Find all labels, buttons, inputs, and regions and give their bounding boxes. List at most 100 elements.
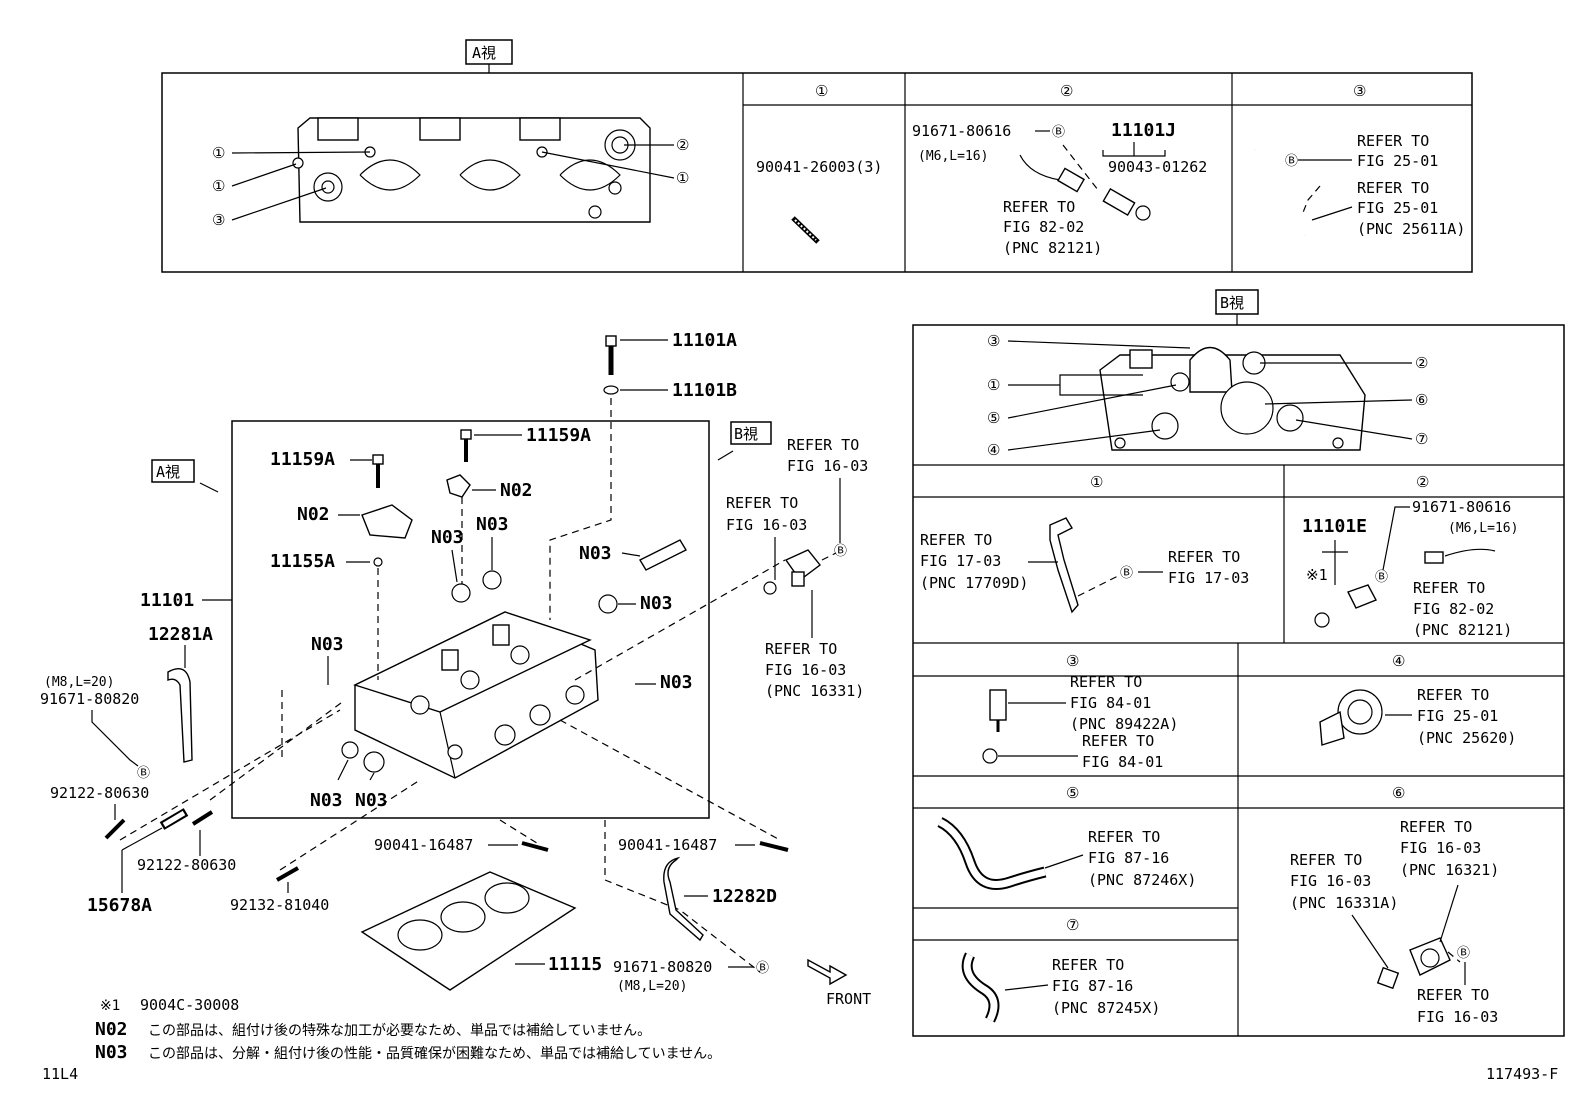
seal-n03-4-icon xyxy=(598,594,618,614)
a2-gasket: 90043-01262 xyxy=(1108,158,1207,176)
bolt-11159A-left-icon xyxy=(372,454,384,488)
tube-n03-icon xyxy=(639,539,687,571)
bolt-11159A-right-icon xyxy=(460,429,472,462)
label-n03-1: N03 xyxy=(431,527,464,548)
a2-spec: (M6,L=16) xyxy=(918,149,988,164)
b2-spec: (M6,L=16) xyxy=(1448,521,1518,536)
label-n03-8: N03 xyxy=(355,790,388,811)
page-code: 11L4 xyxy=(42,1065,78,1083)
a3-ra-2: FIG 25-01 xyxy=(1357,152,1438,170)
seal-n03-2-icon xyxy=(482,570,502,590)
a-callout-3: ③ xyxy=(212,211,225,229)
label-n03-5: N03 xyxy=(311,634,344,655)
label-n02-right: N02 xyxy=(500,480,533,501)
bracket-17709D-icon xyxy=(1049,517,1079,614)
b5-a3: (PNC 87246X) xyxy=(1088,871,1196,889)
b3-a1: REFER TO xyxy=(1070,673,1142,691)
a3-rb-1: REFER TO xyxy=(1357,179,1429,197)
a1-stud-part: 90041-26003(3) xyxy=(756,158,882,176)
cap-n02-left-icon xyxy=(361,504,413,539)
b4-a1: REFER TO xyxy=(1417,686,1489,704)
pipe-15678A-icon xyxy=(159,808,189,830)
main-view-b-tag: B視 xyxy=(734,425,758,443)
b-marker-main-b: Ⓑ xyxy=(756,961,769,976)
main-r1-a: REFER TO xyxy=(787,436,859,454)
b1-lc: (PNC 17709D) xyxy=(920,574,1028,592)
label-92132: 92132-81040 xyxy=(230,896,329,914)
b6-a2: FIG 16-03 xyxy=(1400,839,1481,857)
b-callout-1: ① xyxy=(987,376,1000,394)
label-11101: 11101 xyxy=(140,590,194,611)
view-b-tag: B視 xyxy=(1220,294,1244,312)
note-n03-key: N03 xyxy=(95,1042,128,1063)
b-head-2: ② xyxy=(1416,473,1429,491)
b1-b-marker: Ⓑ xyxy=(1120,566,1133,581)
main-r3-c: (PNC 16331) xyxy=(765,682,864,700)
main-exploded-view: A視 B視 11101A 11101B xyxy=(40,330,871,1008)
label-92122-a: 92122-80630 xyxy=(50,784,149,802)
label-91671-b: 91671-80820 xyxy=(613,958,712,976)
b6-a3: (PNC 16321) xyxy=(1400,861,1499,879)
a3-ra-1: REFER TO xyxy=(1357,132,1429,150)
dowel-pin-icon xyxy=(373,557,383,567)
label-92122-b: 92122-80630 xyxy=(137,856,236,874)
b6-c1: REFER TO xyxy=(1417,986,1489,1004)
b-head-5: ⑤ xyxy=(1066,784,1079,802)
bracket-12282D-icon xyxy=(663,856,704,942)
a2-b-marker: Ⓑ xyxy=(1052,125,1065,140)
a-callout-2: ② xyxy=(676,136,689,154)
seal-n03-7-icon xyxy=(341,741,359,759)
b2-b-marker: Ⓑ xyxy=(1375,570,1388,585)
b1-lb: FIG 17-03 xyxy=(920,552,1001,570)
label-11115: 11115 xyxy=(548,954,602,975)
footnotes: ※1 9004C-30008 N02 この部品は、組付け後の特殊な加工が必要なた… xyxy=(42,996,1558,1083)
spec-m8-a: (M8,L=20) xyxy=(44,675,114,690)
label-11159A-left: 11159A xyxy=(270,449,335,470)
sensor-89422A-icon xyxy=(982,689,1007,764)
front-arrow-icon xyxy=(807,958,848,986)
b-callout-3: ③ xyxy=(987,332,1000,350)
head-gasket-11115-icon xyxy=(360,871,577,991)
sensor-11101E-icon xyxy=(1314,584,1377,628)
b1-rb: FIG 17-03 xyxy=(1168,569,1249,587)
b-callout-7: ⑦ xyxy=(1415,430,1428,448)
cylinder-head-top-view xyxy=(292,117,651,223)
main-r3-a: REFER TO xyxy=(765,640,837,658)
b-callout-2: ② xyxy=(1415,354,1428,372)
hose-87246X-icon xyxy=(937,817,1047,890)
b5-a1: REFER TO xyxy=(1088,828,1160,846)
stud-bolt-icon xyxy=(791,216,820,244)
col-head-2: ② xyxy=(1060,82,1073,100)
label-90041-b: 90041-16487 xyxy=(618,836,717,854)
connector-82121-icon xyxy=(1424,548,1496,564)
a2-ref-3: (PNC 82121) xyxy=(1003,239,1102,257)
note-n02-val: この部品は、組付け後の特殊な加工が必要なため、単品では補給していません。 xyxy=(148,1023,651,1039)
b2-rc: (PNC 82121) xyxy=(1413,621,1512,639)
diagram-id: 117493-F xyxy=(1486,1065,1558,1083)
b3-b1: REFER TO xyxy=(1082,732,1154,750)
b6-b2: FIG 16-03 xyxy=(1290,872,1371,890)
spec-m8-b: (M8,L=20) xyxy=(617,979,687,994)
stud-92132-icon xyxy=(276,866,299,882)
sensor-16331-icon xyxy=(763,549,837,595)
b2-clip: 91671-80616 xyxy=(1412,498,1511,516)
note-n02-key: N02 xyxy=(95,1019,128,1040)
hose-icon xyxy=(1244,148,1306,238)
seal-n03-8-icon xyxy=(363,751,385,773)
b7-a3: (PNC 87245X) xyxy=(1052,999,1160,1017)
a3-rb-3: (PNC 25611A) xyxy=(1357,220,1465,238)
main-r2-b: FIG 16-03 xyxy=(726,516,807,534)
a2-sensor: 11101J xyxy=(1111,120,1176,141)
b2-part: 11101E xyxy=(1302,516,1367,537)
b4-a3: (PNC 25620) xyxy=(1417,729,1516,747)
stud-90041-b-icon xyxy=(759,841,789,852)
b1-ra: REFER TO xyxy=(1168,548,1240,566)
b-marker-main-a: Ⓑ xyxy=(137,766,150,781)
main-r3-b: FIG 16-03 xyxy=(765,661,846,679)
stud-92122-a-icon xyxy=(104,818,126,840)
b7-a2: FIG 87-16 xyxy=(1052,977,1133,995)
label-11101B: 11101B xyxy=(672,380,737,401)
cylinder-head-assembly xyxy=(353,611,599,779)
b-head-6: ⑥ xyxy=(1392,784,1405,802)
